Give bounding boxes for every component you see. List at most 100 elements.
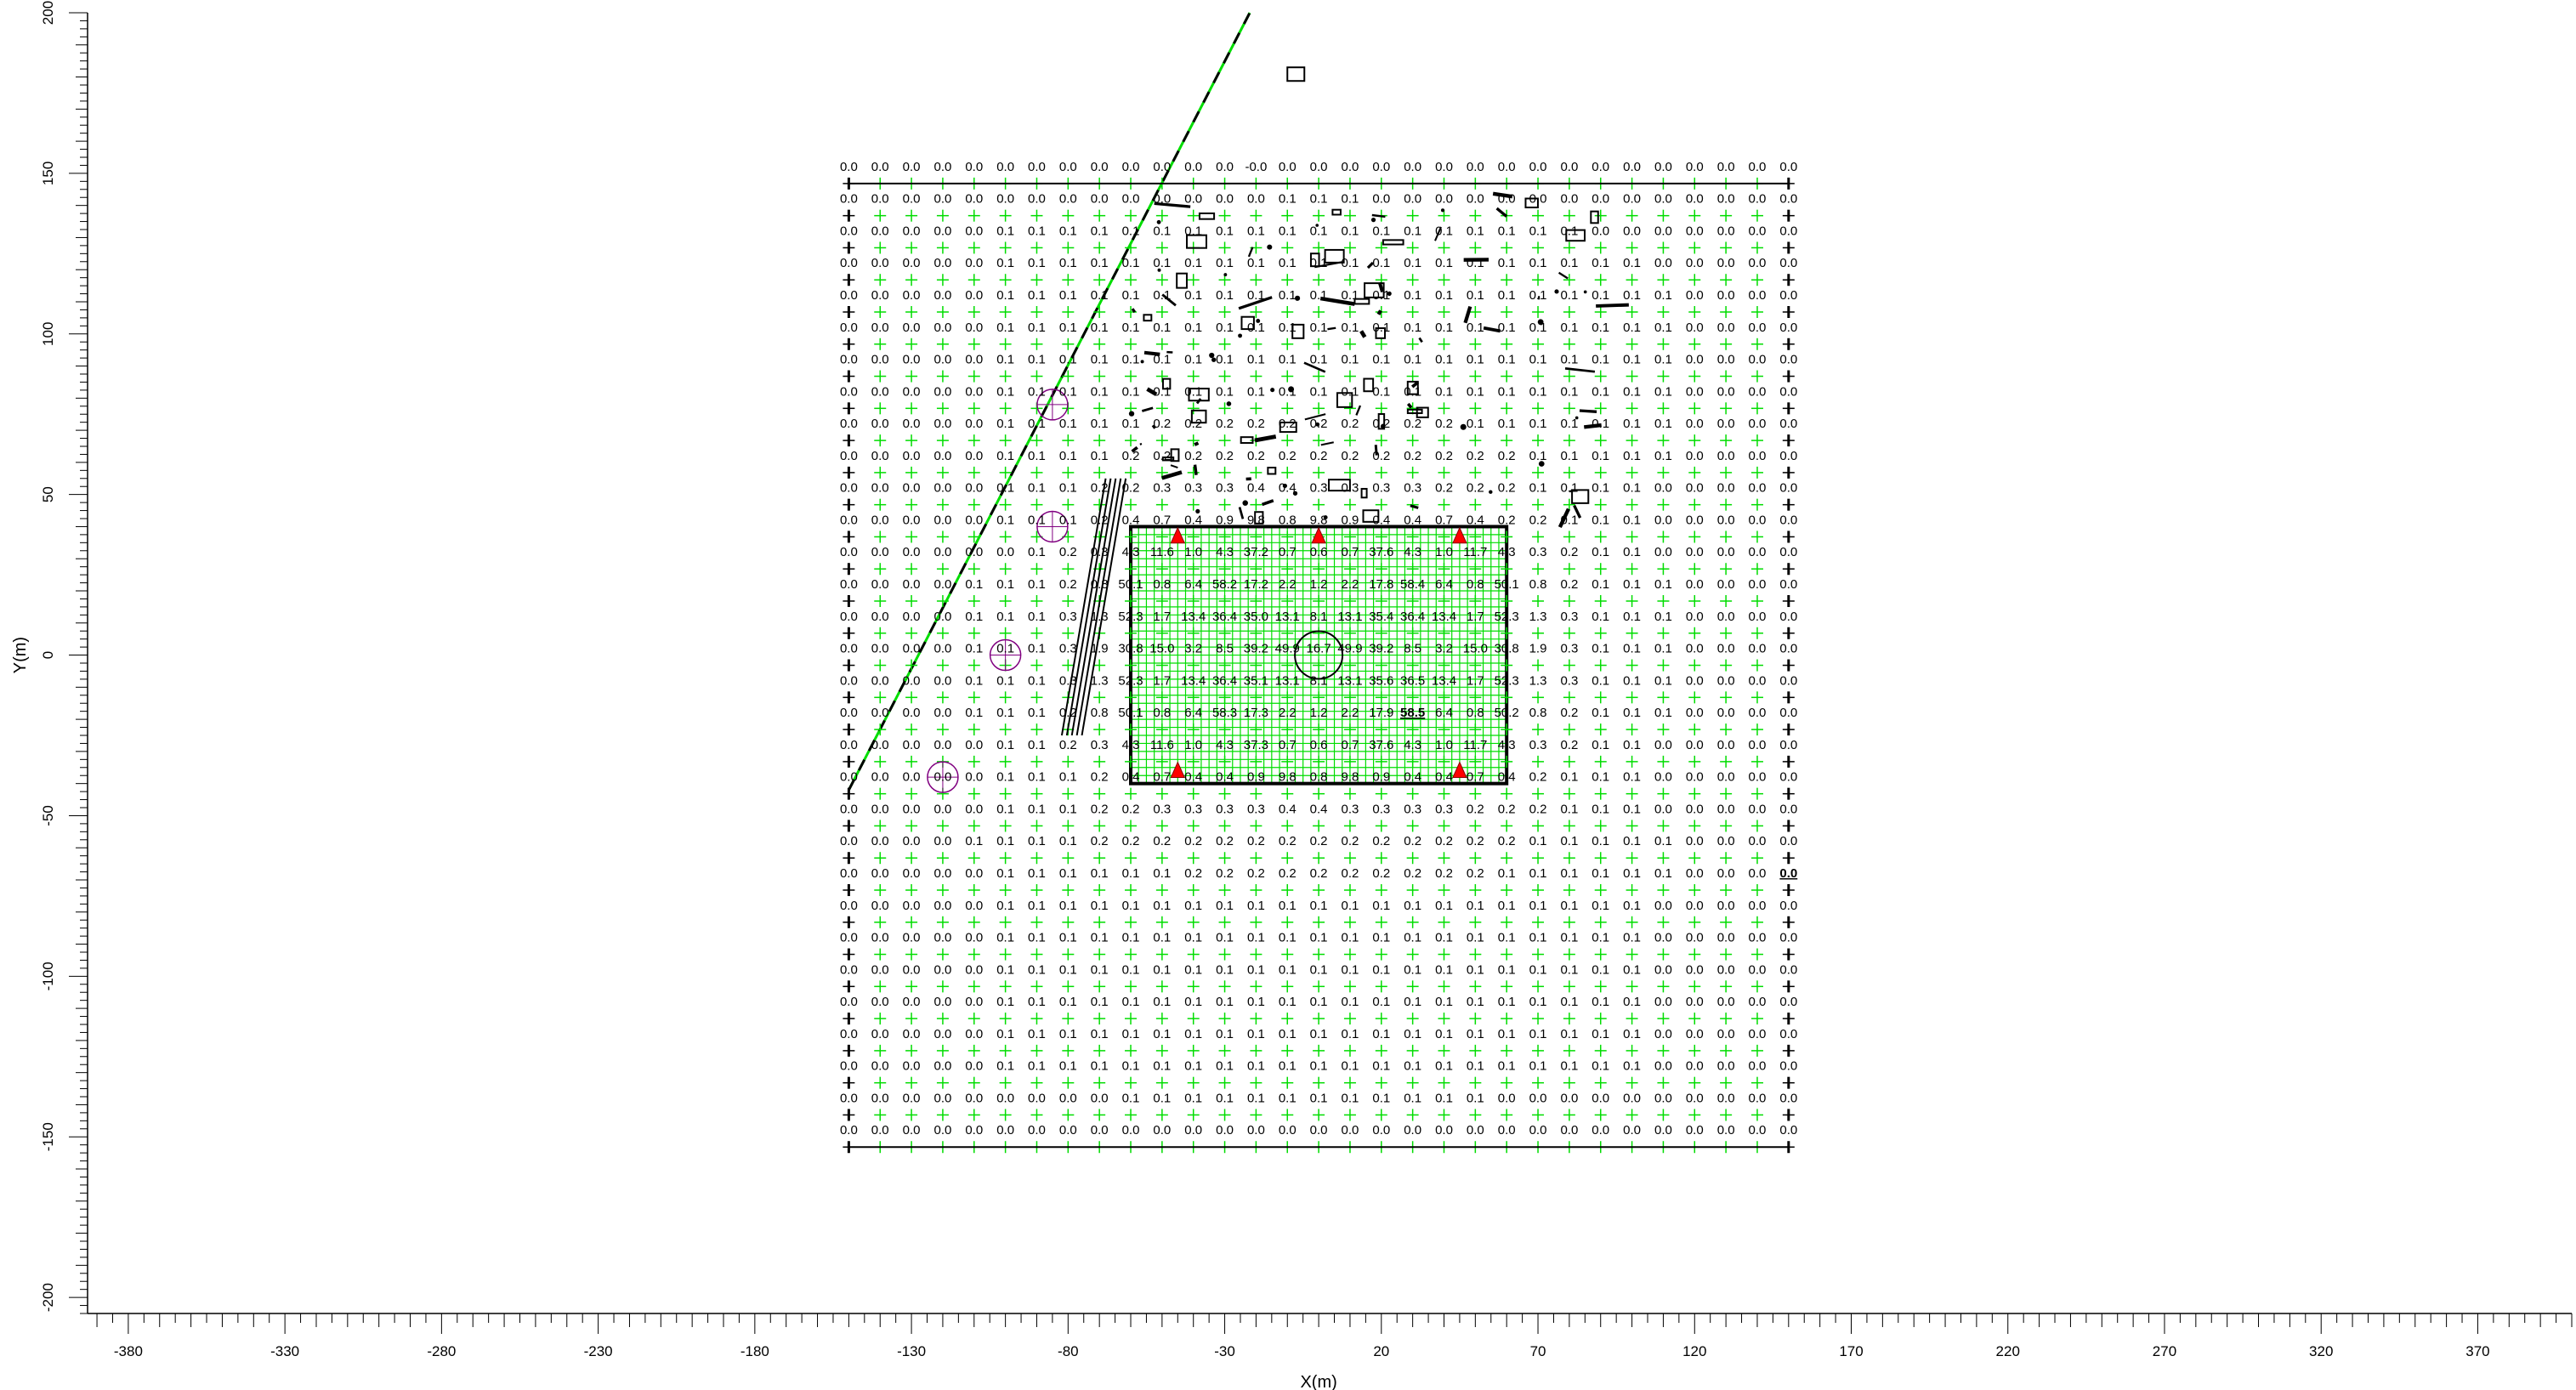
cell-value: 0.0: [1779, 673, 1797, 688]
cell-value: 0.4: [1372, 513, 1390, 527]
source-markers: [1170, 526, 1467, 779]
cell-value: 0.1: [1623, 353, 1641, 367]
cell-value: 0.3: [1372, 481, 1390, 496]
cell-value: 0.0: [1342, 1123, 1359, 1138]
cell-value: 0.0: [965, 256, 983, 270]
cell-value: 11.7: [1463, 545, 1487, 559]
cell-value: 0.1: [1059, 770, 1077, 785]
cell-value: 0.1: [1028, 834, 1046, 848]
cell-value: 0.0: [903, 288, 921, 303]
building-edge: [1161, 470, 1183, 480]
cell-value: 0.0: [1749, 577, 1767, 592]
cell-value: 0.1: [1592, 1027, 1609, 1041]
boundary-line: [848, 12, 1251, 791]
cell-value: 0.2: [1529, 770, 1547, 785]
cell-value: 0.1: [1279, 1027, 1297, 1041]
cell-value: 0.2: [1404, 834, 1421, 848]
cell-value: 0.1: [1372, 321, 1390, 335]
cell-value: 0.1: [1592, 256, 1609, 270]
cell-value: 0.0: [1153, 1123, 1171, 1138]
cell-value: 0.1: [1310, 995, 1328, 1009]
cell-value: 0.0: [1779, 962, 1797, 977]
cell-value: 0.2: [1122, 834, 1140, 848]
cell-value: 0.1: [1623, 995, 1641, 1009]
cell-value: 13.4: [1181, 610, 1206, 624]
cell-value: 0.0: [1779, 224, 1797, 238]
cell-value: 0.1: [1404, 962, 1421, 977]
cell-value: 0.0: [934, 353, 952, 367]
cell-value: 0.0: [934, 513, 952, 527]
cell-value: 37.6: [1369, 545, 1393, 559]
cell-value: 0.0: [1749, 770, 1767, 785]
building-outline: [1170, 448, 1180, 462]
cell-value: 0.0: [1779, 834, 1797, 848]
cell-value: 0.0: [1654, 802, 1672, 816]
building-edge: [1410, 504, 1419, 509]
cell-value: 0.0: [840, 738, 858, 752]
cell-value: 0.1: [1529, 353, 1547, 367]
cell-value: 0.2: [1059, 577, 1077, 592]
cell-value: 0.1: [1498, 353, 1516, 367]
x-tick-label: 270: [2153, 1343, 2176, 1359]
cell-value: 0.1: [1310, 1091, 1328, 1105]
cell-value: 0.1: [1498, 321, 1516, 335]
cell-value: 0.1: [1592, 481, 1609, 496]
cell-value: 0.0: [1435, 192, 1453, 207]
cell-value: 0.0: [934, 673, 952, 688]
cell-value: 0.1: [1310, 256, 1328, 270]
cell-value: 0.0: [1654, 770, 1672, 785]
cell-value: 0.1: [1467, 931, 1484, 945]
cell-value: 0.0: [934, 738, 952, 752]
cell-value: 0.0: [1529, 1091, 1547, 1105]
cell-value: 0.1: [996, 224, 1014, 238]
cell-value: 0.0: [965, 962, 983, 977]
cell-value: 0.0: [871, 1059, 889, 1074]
cell-value: 0.1: [1592, 545, 1609, 559]
cell-value: 0.0: [1779, 577, 1797, 592]
cell-value: 0.0: [1216, 1123, 1234, 1138]
cell-value: 0.2: [1122, 449, 1140, 463]
cell-value: 0.1: [1529, 834, 1547, 848]
cell-value: 0.3: [1091, 738, 1109, 752]
cell-value: 0.1: [1435, 288, 1453, 303]
cell-value: 0.0: [1717, 449, 1735, 463]
building-edge: [1359, 330, 1367, 338]
cell-value: 0.0: [871, 706, 889, 720]
cell-value: 0.1: [1560, 1059, 1578, 1074]
cell-value: 0.1: [1342, 256, 1359, 270]
cell-value: 0.8: [1467, 706, 1484, 720]
building-outline: [1186, 234, 1207, 249]
cell-value: 58.4: [1400, 577, 1425, 592]
cell-value: 0.1: [996, 738, 1014, 752]
cell-value: 0.0: [1654, 1123, 1672, 1138]
rail-stripe: [1070, 478, 1117, 736]
cell-value: 0.1: [1623, 481, 1641, 496]
cell-value: 0.1: [1184, 962, 1202, 977]
cell-value: 13.1: [1337, 610, 1362, 624]
cell-value: 0.0: [1623, 224, 1641, 238]
cell-value: 0.2: [1498, 802, 1516, 816]
building-outline: [1524, 197, 1539, 209]
building-outline: [1364, 282, 1385, 298]
building-edge: [1131, 445, 1138, 453]
cell-value: 0.0: [1749, 642, 1767, 656]
building-dot: [1323, 515, 1328, 519]
cell-value: 0.2: [1247, 449, 1265, 463]
cell-value: 0.3: [1153, 481, 1171, 496]
building-dot: [1489, 490, 1493, 494]
building-dot: [1538, 461, 1545, 467]
cell-value: 0.0: [1686, 1123, 1704, 1138]
cell-value: 0.1: [1091, 1059, 1109, 1074]
cell-value: 0.2: [1184, 417, 1202, 431]
cell-value: 0.0: [934, 1123, 952, 1138]
cell-value: 0.1: [1560, 995, 1578, 1009]
building-dot: [1267, 244, 1273, 250]
cell-value: 0.2: [1059, 738, 1077, 752]
cell-value: 4.3: [1404, 545, 1421, 559]
cell-value: 0.1: [1467, 1027, 1484, 1041]
cell-value: 0.1: [1310, 1027, 1328, 1041]
cell-value: 0.0: [871, 1091, 889, 1105]
cell-value: 0.2: [1372, 866, 1390, 881]
cell-value: 0.1: [1184, 1027, 1202, 1041]
